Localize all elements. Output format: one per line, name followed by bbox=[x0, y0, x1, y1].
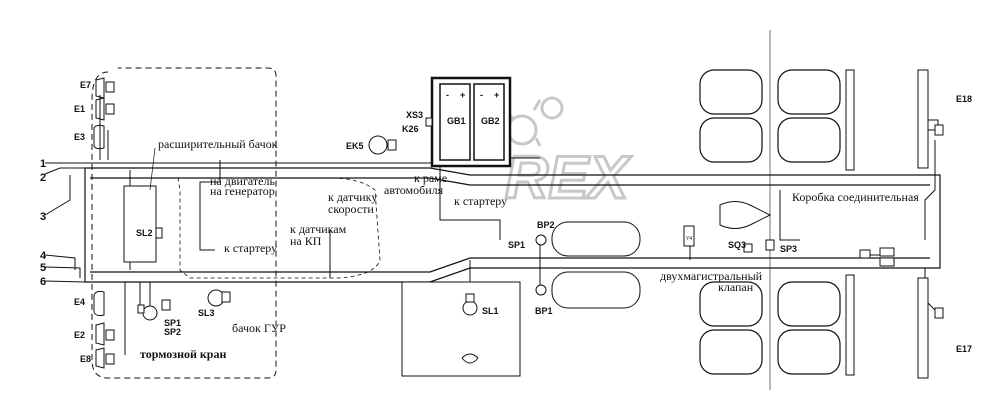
wire-num-2: 2 bbox=[40, 172, 46, 184]
label-sq3: SQ3 bbox=[728, 240, 746, 250]
caption-to-engine: на двигатель bbox=[210, 174, 275, 188]
wire-num-6: 6 bbox=[40, 276, 46, 288]
lamp-e18: E18 bbox=[917, 69, 972, 169]
battery-box: - + - + GB1 GB2 XS3 K26 bbox=[402, 76, 512, 168]
label-sl3: SL3 bbox=[198, 308, 215, 318]
label-gb2: GB2 bbox=[481, 116, 500, 126]
wire-num-1: 1 bbox=[40, 158, 46, 170]
caption-to-starter-mid: к стартеру bbox=[454, 194, 507, 208]
valve-y4: Y4 bbox=[683, 225, 695, 247]
lamp-e1: E1 bbox=[74, 97, 115, 121]
caption-to-starter-left: к стартеру bbox=[224, 241, 277, 255]
lamp-e7: E7 bbox=[80, 77, 115, 99]
label-e1: E1 bbox=[74, 104, 85, 114]
label-e8: E8 bbox=[80, 354, 91, 364]
watermark: REX bbox=[504, 96, 634, 213]
label-bp2: BP2 bbox=[537, 220, 555, 230]
caption-to-speed-sensor-2: скорости bbox=[328, 202, 374, 216]
junction-box bbox=[859, 247, 895, 267]
brake-valve: SP1 SP2 bbox=[137, 299, 181, 337]
label-gb1: GB1 bbox=[447, 116, 466, 126]
caption-to-frame-2: автомобиля bbox=[384, 183, 444, 197]
caption-to-speed-sensor-1: к датчику bbox=[328, 190, 377, 204]
engine-outline bbox=[177, 177, 381, 279]
battery-minus-2: - bbox=[480, 90, 483, 100]
caption-gur-tank: бачок ГУР bbox=[232, 321, 286, 335]
label-sp2-left: SP2 bbox=[164, 327, 181, 337]
wire-num-4: 4 bbox=[40, 250, 47, 262]
battery-plus-1: + bbox=[460, 90, 465, 100]
chassis-frame bbox=[84, 30, 941, 390]
label-y4: Y4 bbox=[686, 236, 692, 242]
battery-minus-1: - bbox=[446, 90, 449, 100]
label-sp1-left: SP1 bbox=[164, 318, 181, 328]
label-sl2: SL2 bbox=[136, 228, 153, 238]
lamp-e3: E3 bbox=[74, 124, 105, 150]
caption-to-generator: на генератор bbox=[210, 184, 275, 198]
caption-to-frame-1: к раме bbox=[414, 171, 447, 185]
label-sp1-mid: SP1 bbox=[508, 240, 525, 250]
label-e18: E18 bbox=[956, 94, 972, 104]
receiver-bp1: BP1 bbox=[535, 271, 641, 316]
caption-brake-valve: тормозной кран bbox=[140, 347, 226, 361]
wire-numbers: 1 2 3 4 5 6 bbox=[40, 158, 47, 288]
battery-plus-2: + bbox=[494, 90, 499, 100]
lamp-e2: E2 bbox=[74, 322, 115, 346]
switch-sq3-sp3: SQ3 SP3 bbox=[728, 239, 797, 254]
lamp-e8: E8 bbox=[80, 347, 115, 369]
rear-wheels bbox=[699, 69, 841, 375]
caption-junction-box: Коробка соединительная bbox=[792, 190, 919, 204]
receiver-bp2: BP2 SP1 bbox=[508, 220, 641, 257]
label-e4: E4 bbox=[74, 297, 85, 307]
label-xs3: XS3 bbox=[406, 110, 423, 120]
label-e2: E2 bbox=[74, 330, 85, 340]
label-ek5: EK5 bbox=[346, 141, 364, 151]
rear-axle bbox=[719, 69, 855, 376]
caption-to-kp-sensors-1: к датчикам bbox=[290, 222, 347, 236]
label-e3: E3 bbox=[74, 132, 85, 142]
caption-expansion-tank: расширительный бачок bbox=[158, 137, 278, 151]
label-e7: E7 bbox=[80, 80, 91, 90]
caption-two-line-valve-1: двухмагистральный bbox=[660, 269, 763, 283]
caption-two-line-valve-2: клапан bbox=[718, 280, 754, 294]
sensor-sl3: SL3 bbox=[198, 289, 231, 318]
lamp-e4: E4 bbox=[74, 290, 105, 317]
fuel-tank-sl1: SL1 bbox=[401, 281, 521, 377]
wire-num-3: 3 bbox=[40, 211, 46, 223]
heater-ek5: EK5 bbox=[346, 135, 397, 155]
left-lamps: E7 E1 E3 E4 E2 E8 bbox=[74, 77, 115, 369]
expansion-tank-sl2: SL2 bbox=[123, 185, 163, 263]
label-sp3: SP3 bbox=[780, 244, 797, 254]
label-bp1: BP1 bbox=[535, 306, 553, 316]
captions: расширительный бачок на двигатель на ген… bbox=[140, 137, 919, 361]
lamp-e17: E17 bbox=[917, 277, 972, 379]
wire-num-5: 5 bbox=[40, 262, 46, 274]
label-sl1: SL1 bbox=[482, 306, 499, 316]
cab-outline bbox=[91, 67, 277, 379]
label-e17: E17 bbox=[956, 344, 972, 354]
watermark-text: REX bbox=[505, 144, 632, 211]
caption-to-kp-sensors-2: на КП bbox=[290, 234, 322, 248]
label-k26: K26 bbox=[402, 124, 419, 134]
